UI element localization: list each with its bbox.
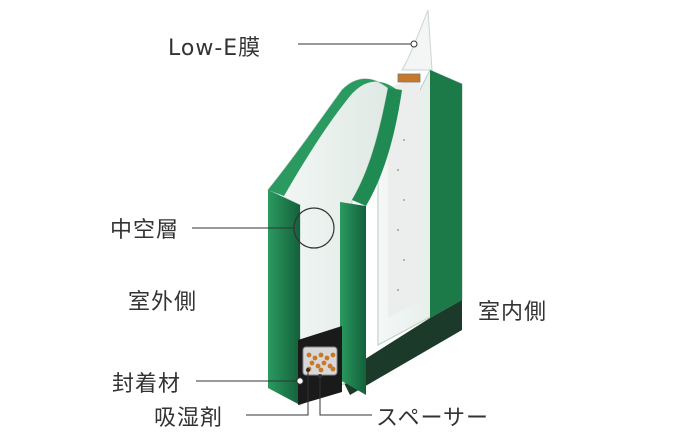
spacer-marker xyxy=(318,374,322,378)
low-e-marker xyxy=(411,41,417,47)
label-desiccant: 吸湿剤 xyxy=(154,400,223,432)
indoor-glass-edge xyxy=(430,70,462,318)
label-low-e: Low-E膜 xyxy=(168,30,261,62)
label-outdoor-side: 室外側 xyxy=(128,284,197,316)
indoor-glass-edge-left xyxy=(340,202,366,395)
label-indoor-side: 室内側 xyxy=(478,294,547,326)
label-spacer: スペーサー xyxy=(376,400,489,432)
sealant-marker xyxy=(297,378,303,384)
label-sealant: 封着材 xyxy=(112,366,181,398)
desiccant-marker xyxy=(306,368,310,372)
label-hollow-layer: 中空層 xyxy=(110,212,179,244)
spacer-top-desiccant xyxy=(398,74,420,82)
low-e-film xyxy=(402,10,432,70)
